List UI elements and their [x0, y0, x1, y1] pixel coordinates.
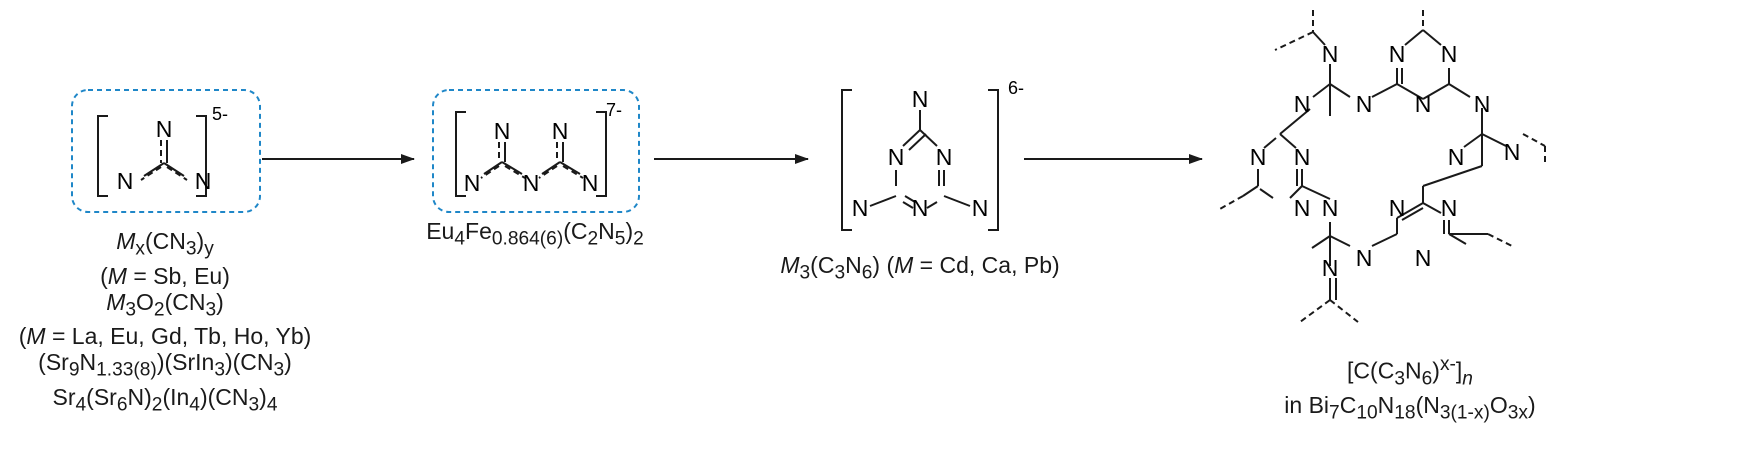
c2n5-n-bridge: N — [523, 170, 540, 196]
cn3-anion-structure: N N N 5- — [71, 89, 261, 213]
left-bracket — [841, 89, 852, 231]
polymer-n-5: N — [1415, 91, 1432, 117]
polymer-n-12: N — [1294, 195, 1311, 221]
cn3-n-left: N — [117, 168, 134, 194]
polymer-n-8: N — [1250, 144, 1267, 170]
cn3-caption: Mx(CN3)y (M = Sb, Eu) M3O2(CN3) (M = La,… — [0, 228, 330, 418]
cn3-caption-line-4: (M = La, Eu, Gd, Tb, Ho, Yb) — [18, 323, 312, 350]
left-bracket — [455, 111, 466, 197]
right-bracket — [196, 115, 207, 197]
cn3-caption-line-2: (M = Sb, Eu) — [100, 262, 230, 289]
polymer-n-10: N — [1448, 144, 1465, 170]
cn3-highlight-box — [71, 89, 261, 213]
right-bracket — [596, 111, 607, 197]
cn3-n-top: N — [156, 116, 173, 142]
cn3-caption-line-6: Sr4(Sr6N)2(In4)(CN3)4 — [52, 383, 278, 416]
c3n6-n-ring-bottom: N — [912, 195, 929, 221]
polymer-n-17: N — [1415, 245, 1432, 271]
polymer-n-14: N — [1389, 195, 1406, 221]
polymer-n-15: N — [1441, 195, 1458, 221]
polymer-caption-line-1: [C(C3N6)x-]n — [1347, 354, 1473, 390]
c3n6-caption: M3(C3N6) (M = Cd, Ca, Pb) — [760, 252, 1080, 287]
c3n6-n-ring-left: N — [888, 144, 905, 170]
c2n5-n-left: N — [464, 170, 481, 196]
polymer-n-1: N — [1322, 41, 1339, 67]
polymer-n-6: N — [1474, 91, 1491, 117]
c3n6-anion-structure: N N N N N N 6- — [841, 78, 1024, 231]
c2n5-formula: Eu4Fe0.864(6)(C2N5)2 — [426, 218, 644, 250]
polymer-n-4: N — [1356, 91, 1373, 117]
cn3-n-right: N — [195, 168, 212, 194]
c2n5-anion-structure: N N N N N 7- — [432, 89, 640, 213]
polymer-caption: [C(C3N6)x-]n in Bi7C10N18(N3(1-x)O3x) — [1250, 352, 1570, 427]
c2n5-n-top-right: N — [552, 118, 569, 144]
c2n5-caption: Eu4Fe0.864(6)(C2N5)2 — [400, 218, 670, 253]
c3n6-n-exo-left: N — [852, 195, 869, 221]
c3n6-n-top-exo: N — [912, 86, 929, 112]
c2n5-highlight-box — [432, 89, 640, 213]
polymer-n-2: N — [1389, 41, 1406, 67]
c2n5-n-right: N — [582, 170, 599, 196]
c3n6-n-ring-right: N — [936, 144, 953, 170]
right-bracket — [988, 89, 999, 231]
cn3-charge: 5- — [212, 104, 228, 124]
polymer-n-3: N — [1441, 41, 1458, 67]
c2n5-charge: 7- — [606, 100, 622, 120]
cn3-caption-line-5: (Sr9N1.33(8))(SrIn3)(CN3) — [38, 349, 292, 381]
polymer-caption-line-2: in Bi7C10N18(N3(1-x)O3x) — [1284, 392, 1536, 424]
polymer-n-13: N — [1322, 195, 1339, 221]
polymer-n-18: N — [1322, 255, 1339, 281]
polymer-n-7: N — [1294, 91, 1311, 117]
c3n6-n-exo-right: N — [972, 195, 989, 221]
c3n6-formula: M3(C3N6) (M = Cd, Ca, Pb) — [780, 252, 1060, 284]
polymer-n-11: N — [1504, 139, 1521, 165]
polymer-n-9: N — [1294, 144, 1311, 170]
polymer-n-16: N — [1356, 245, 1373, 271]
c2n5-n-top-left: N — [494, 118, 511, 144]
c3n6-charge: 6- — [1008, 78, 1024, 98]
cn3-caption-line-3: M3O2(CN3) — [106, 288, 224, 321]
polymer-network-structure: N N N N N N N N N N N N N N N N N N — [1217, 10, 1546, 323]
left-bracket — [97, 115, 108, 197]
cn3-caption-line-1: Mx(CN3)y — [116, 228, 214, 260]
